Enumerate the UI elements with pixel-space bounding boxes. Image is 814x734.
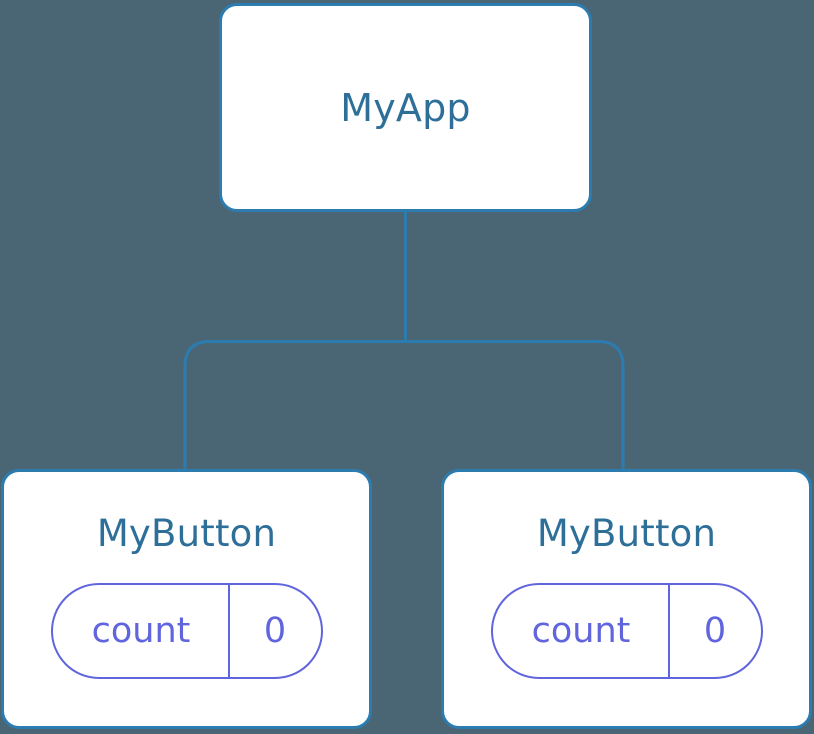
- node-myapp[interactable]: MyApp: [219, 3, 592, 212]
- state-pill-count[interactable]: count 0: [50, 583, 323, 679]
- node-title: MyApp: [340, 85, 471, 130]
- state-pill-count[interactable]: count 0: [490, 583, 763, 679]
- edge-root-to-child-1: [405, 340, 625, 470]
- node-mybutton-1[interactable]: MyButton count 0: [441, 469, 812, 729]
- node-mybutton-0[interactable]: MyButton count 0: [1, 469, 372, 729]
- edge-root-to-child-0: [183, 340, 406, 470]
- state-key: count: [531, 610, 631, 651]
- node-title: MyButton: [536, 512, 717, 555]
- state-value: 0: [667, 585, 761, 677]
- node-title: MyButton: [96, 512, 277, 555]
- state-value: 0: [227, 585, 321, 677]
- state-key: count: [91, 610, 191, 651]
